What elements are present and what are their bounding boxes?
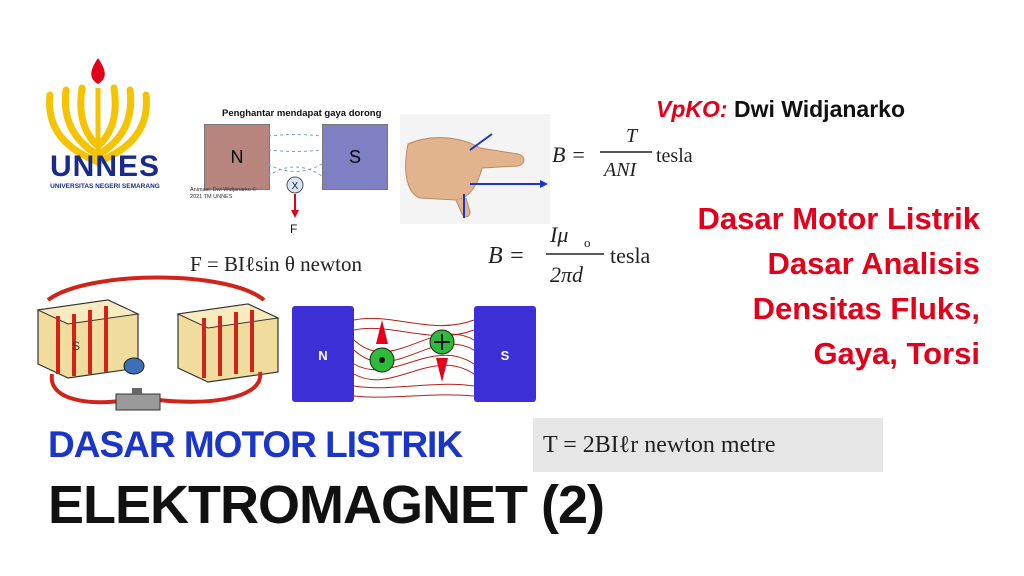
topic-item: Dasar Analisis <box>767 246 980 281</box>
field-north-label: N <box>318 348 327 363</box>
animation-title: Penghantar mendapat gaya dorong <box>222 108 382 119</box>
topic-list: Dasar Motor Listrik Dasar Analisis Densi… <box>560 196 980 376</box>
conductor-into-page-symbol: X <box>292 181 299 192</box>
formula-b1-unit: tesla <box>656 145 693 167</box>
formula-b2-den: 2πd <box>550 262 584 287</box>
field-south-label: S <box>501 348 510 363</box>
formula-b2-unit: tesla <box>610 243 651 268</box>
formula-b-ani: B = T ANI tesla <box>552 125 693 181</box>
formula-b2-num: Iμ <box>549 222 568 247</box>
formula-b1-den: ANI <box>602 159 638 181</box>
topic-item: Densitas Fluks, <box>752 291 980 326</box>
formula-b-wire: B = Iμ o 2πd tesla <box>488 222 651 287</box>
formula-torque-text: T = 2BIℓr newton metre <box>543 432 776 458</box>
formula-force: F = BIℓsin θ newton <box>190 252 362 276</box>
topic-item: Gaya, Torsi <box>813 336 980 371</box>
formula-b2-sub: o <box>584 235 591 250</box>
hand-rule-photo <box>400 114 550 224</box>
motor-pole-label: S <box>72 339 80 353</box>
magnet-north: N <box>204 124 270 190</box>
magnet-south-label: S <box>348 147 361 167</box>
title-line-2: ELEKTROMAGNET (2) <box>48 475 605 535</box>
topic-item: Dasar Motor Listrik <box>697 201 980 236</box>
magnet-south: S <box>322 124 388 190</box>
author-role: VpKO: <box>656 96 728 122</box>
logo-title: UNNES <box>49 150 160 183</box>
field-lines-small: X <box>268 134 322 218</box>
formula-b1-num: T <box>626 125 639 147</box>
author-name: Dwi Widjanarko <box>733 96 905 122</box>
formula-b1-lhs: B = <box>552 142 586 167</box>
field-force-diagram: N S <box>292 306 536 402</box>
author-credit: VpKO: Dwi Widjanarko <box>656 96 905 123</box>
animation-credit: Animasi: Dwi Widjanarko © 2021 TM UNNES <box>190 187 257 200</box>
formula-b2-lhs: B = <box>488 243 525 269</box>
formula-torque: T = 2BIℓr newton metre <box>533 418 883 472</box>
force-label: F <box>290 222 298 236</box>
magnet-north-label: N <box>230 147 244 167</box>
unnes-logo <box>46 58 150 166</box>
title-line-1: DASAR MOTOR LISTRIK <box>48 424 463 465</box>
motor-diagram: S <box>36 275 280 411</box>
logo-subtitle: UNIVERSITAS NEGERI SEMARANG <box>50 183 160 190</box>
